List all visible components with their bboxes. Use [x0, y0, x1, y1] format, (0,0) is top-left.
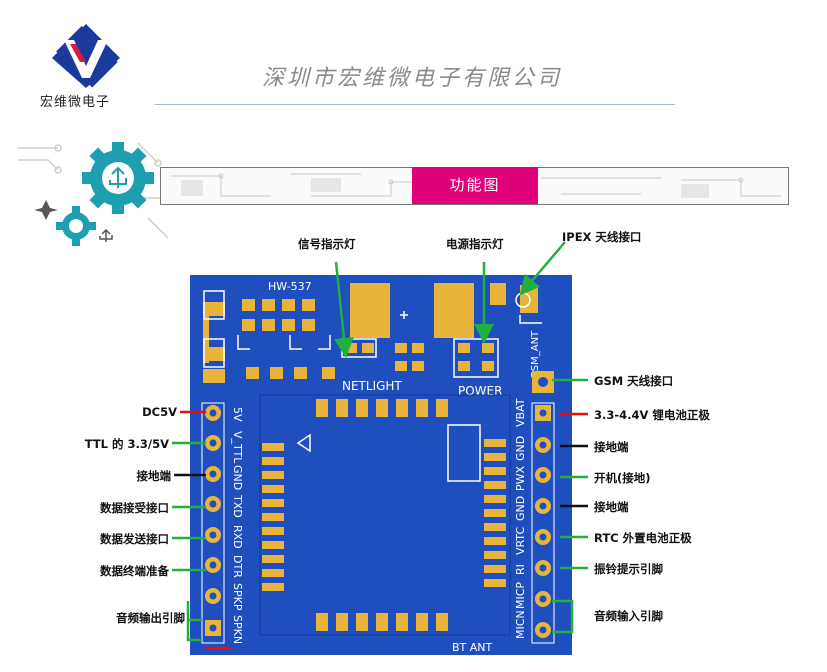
left-header: 5V V_TTL GND TXD RXD DTR SPKP SPKN [201, 402, 244, 644]
label-netlight: 信号指示灯 [298, 237, 356, 251]
left-pin-label: DTR [231, 555, 244, 578]
label-right: 音频输入引脚 [594, 609, 663, 623]
right-pin-label: GND [514, 436, 527, 461]
label-right: 3.3-4.4V 锂电池正极 [594, 408, 710, 422]
right-pin-label: MICP [514, 582, 527, 609]
module-pads [262, 399, 506, 631]
bt-ant-silk: BT ANT [452, 641, 493, 654]
right-pin-label: GND [514, 496, 527, 521]
label-left: 数据发送接口 [100, 532, 169, 546]
left-pin-label: TXD [231, 494, 244, 518]
netlight-arrow [334, 261, 354, 358]
pcb-board: HW-537 NETLIGHT POWER GSM_ANT [190, 275, 572, 655]
label-gsm-ant: GSM 天线接口 [594, 374, 674, 388]
label-right: RTC 外置电池正极 [594, 531, 692, 545]
netlight-silk: NETLIGHT [342, 379, 402, 393]
label-left: 接地端 [136, 469, 172, 483]
gsm-ant-silk: GSM_ANT [530, 330, 541, 379]
right-pin-label: MICN [514, 610, 527, 639]
label-left: TTL 的 3.3/5V [84, 437, 169, 451]
label-right: 接地端 [594, 440, 629, 454]
right-header: VBAT GND PWX GND VRTC RI MICP MICN [514, 398, 555, 644]
left-pin-label: SPKN [231, 615, 244, 644]
gear-icon [18, 142, 168, 246]
label-ipex: IPEX 天线接口 [562, 230, 642, 244]
label-left: 数据终端准备 [100, 564, 169, 578]
right-pin-label: VBAT [514, 398, 527, 427]
label-left: DC5V [142, 405, 177, 419]
audio-out-bracket-a [186, 601, 202, 642]
right-pin-label: PWX [514, 465, 527, 491]
right-pin-label: RI [514, 564, 527, 575]
ipex-arrow [519, 241, 566, 296]
company-name: 深圳市宏维微电子有限公司 [262, 66, 563, 91]
left-pin-label: 5V [231, 407, 244, 422]
label-right: 接地端 [594, 500, 629, 514]
company-logo [52, 24, 120, 88]
right-pin-label: VRTC [514, 527, 527, 555]
label-right: 开机(接地) [594, 471, 651, 485]
banner-label: 功能图 [412, 167, 538, 204]
label-left: 数据接受接口 [100, 501, 169, 515]
label-power-led: 电源指示灯 [446, 237, 504, 251]
logo-text: 宏维微电子 [40, 95, 111, 110]
left-pin-label: GND [231, 465, 244, 490]
label-left: 音频输出引脚 [116, 611, 185, 625]
header-rule [155, 104, 675, 105]
label-right: 振铃提示引脚 [594, 562, 663, 576]
left-pin-label: SPKP [231, 583, 244, 611]
left-pin-label: V_TTL [231, 431, 244, 464]
audio-in-bracket [552, 599, 574, 634]
left-pin-label: RXD [231, 525, 244, 549]
board-model: HW-537 [268, 280, 312, 293]
